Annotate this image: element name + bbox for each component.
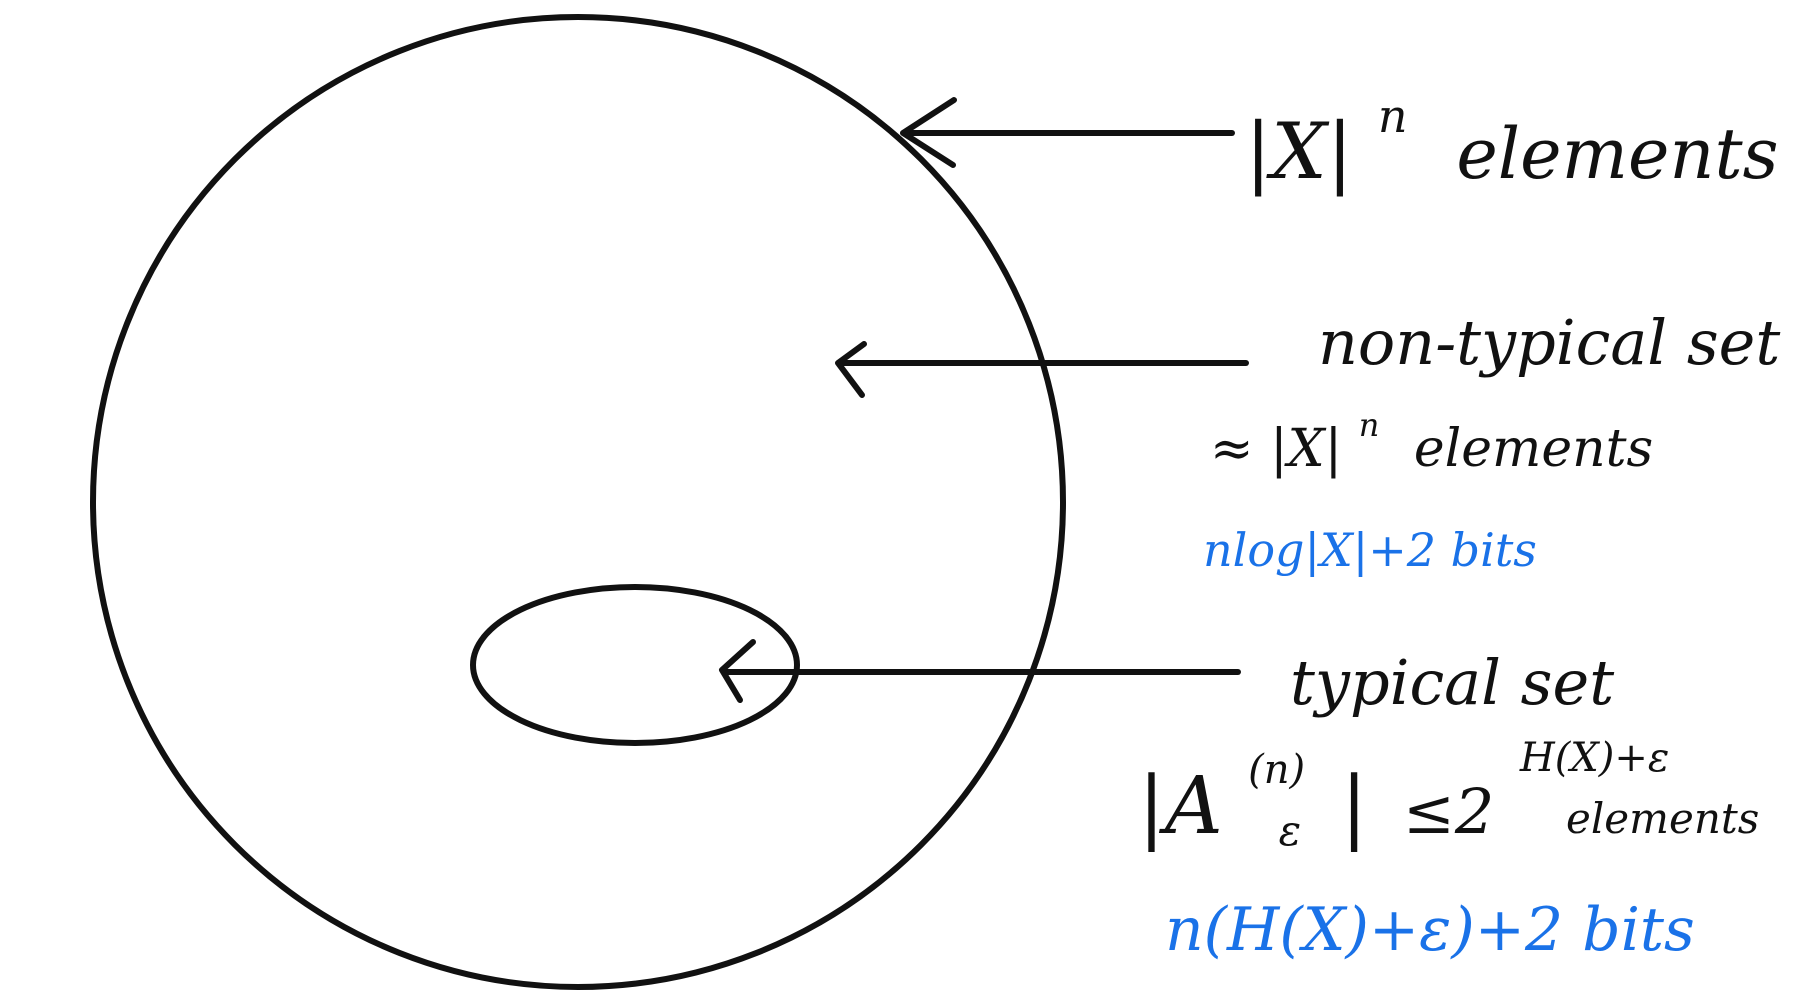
outer-set-circle — [90, 14, 1066, 990]
typical-set-sub: ε — [1279, 806, 1302, 855]
typical-set-close: | — [1341, 759, 1368, 852]
non-typical-count: ≈ |X| n elements — [1210, 389, 1653, 479]
total-elements-label: |X| n elements — [1245, 61, 1779, 197]
typical-set-title: typical set — [1290, 646, 1614, 719]
non-typical-title: non-typical set — [1318, 306, 1780, 379]
typical-set-ellipse — [470, 584, 800, 746]
non-typical-bits: nlog|X|+2 bits — [1203, 523, 1537, 577]
non-typical-arrow — [835, 341, 1249, 398]
typical-set-elements: elements — [1566, 794, 1759, 843]
total-elements-arrow — [900, 97, 1235, 168]
typical-bound-prefix: ≤2 — [1403, 775, 1494, 848]
non-typical-count-suffix: elements — [1414, 419, 1653, 479]
typical-bound-sup: H(X)+ε — [1519, 735, 1670, 781]
typical-set-sup: (n) — [1248, 747, 1305, 793]
typical-set-open: |A — [1138, 759, 1223, 852]
total-suffix: elements — [1456, 113, 1778, 195]
typical-set-arrow — [719, 639, 1241, 703]
typical-set-size: |A (n) ε | ≤2 H(X)+ε — [1138, 709, 1669, 864]
total-base: |X| — [1245, 107, 1353, 197]
non-typical-count-sup: n — [1359, 406, 1380, 444]
total-sup: n — [1378, 89, 1408, 143]
non-typical-count-prefix: ≈ |X| — [1210, 419, 1342, 479]
typical-set-bits: n(H(X)+ε)+2 bits — [1165, 895, 1695, 965]
